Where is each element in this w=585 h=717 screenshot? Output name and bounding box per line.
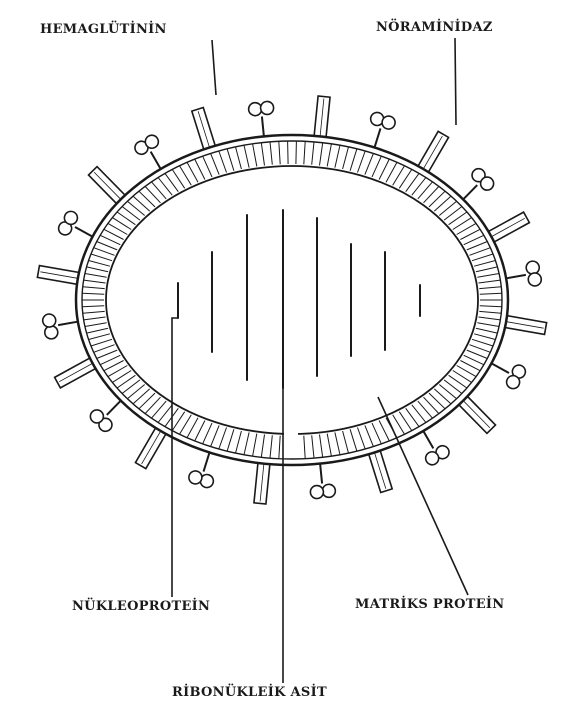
- matrix-hatch: [296, 141, 297, 164]
- label-noraminidaz: NÖRAMİNİDAZ: [376, 20, 493, 36]
- label-hemaglutinin: HEMAGLÜTİNİN: [40, 22, 167, 38]
- leader-noraminidaz: [455, 38, 456, 125]
- hemagglutinin-spike: [501, 315, 546, 334]
- leader-hemaglutinin: [212, 40, 216, 95]
- label-ribonukleik-asit: RİBONÜKLEİK ASİT: [172, 685, 327, 701]
- hemagglutinin-spike: [37, 266, 82, 285]
- label-matriks-protein: MATRİKS PROTEİN: [355, 597, 505, 613]
- neuraminidase-spike: [307, 460, 336, 499]
- membrane-gap: [284, 428, 298, 458]
- neuraminidase-spike: [248, 101, 277, 140]
- viral-core: [106, 166, 478, 434]
- label-nukleoprotein: NÜKLEOPROTEİN: [72, 599, 210, 615]
- hemagglutinin-spike: [254, 459, 270, 504]
- matrix-hatch: [288, 141, 289, 164]
- hemagglutinin-spike: [314, 96, 330, 141]
